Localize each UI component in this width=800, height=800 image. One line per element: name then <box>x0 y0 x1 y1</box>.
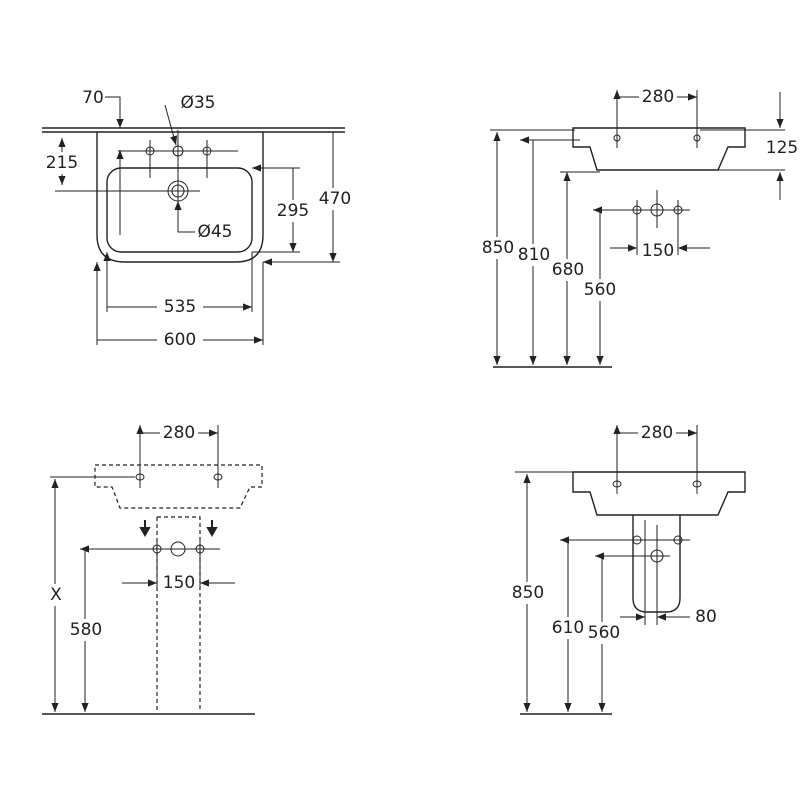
basin-side <box>572 471 746 516</box>
tap-holes <box>118 130 238 210</box>
dim-580: 580 <box>70 620 102 640</box>
wall-mounted-view-panel: 280 125 850 810 680 560 150 <box>480 86 798 367</box>
dim-280: 280 <box>641 423 673 443</box>
dim-tap-hole-diameter: Ø35 <box>180 93 215 113</box>
dim-70: 70 <box>82 88 104 108</box>
dim-850: 850 <box>512 583 544 603</box>
dim-280: 280 <box>642 87 674 107</box>
dim-drain-diameter: Ø45 <box>197 222 232 242</box>
basin-dashed <box>94 464 263 509</box>
pedestal-dashed <box>156 516 201 712</box>
dim-610: 610 <box>552 618 584 638</box>
down-arrow-icon <box>139 520 151 538</box>
dim-295: 295 <box>277 201 309 221</box>
dim-850: 850 <box>482 238 514 258</box>
dim-810: 810 <box>518 245 550 265</box>
dim-215: 215 <box>46 153 78 173</box>
dim-680: 680 <box>552 260 584 280</box>
drain-icon <box>55 180 200 202</box>
basin-side <box>572 127 746 171</box>
wall-line <box>42 127 345 133</box>
dim-470: 470 <box>319 189 351 209</box>
dim-150: 150 <box>642 241 674 261</box>
pedestal-view-panel: 280 X 580 150 <box>42 422 263 714</box>
dim-560: 560 <box>584 280 616 300</box>
dim-150: 150 <box>163 573 195 593</box>
down-arrow-icon <box>206 520 218 538</box>
semi-pedestal-view-panel: 280 850 610 560 80 <box>510 422 746 714</box>
dim-x: X <box>50 585 62 605</box>
dim-280: 280 <box>163 423 195 443</box>
dim-600: 600 <box>164 330 196 350</box>
dim-535: 535 <box>164 297 196 317</box>
dim-125: 125 <box>766 138 798 158</box>
dim-560: 560 <box>588 623 620 643</box>
dim-80: 80 <box>695 607 717 627</box>
top-view-panel: 70 Ø35 215 295 470 Ø45 535 600 <box>42 88 353 351</box>
